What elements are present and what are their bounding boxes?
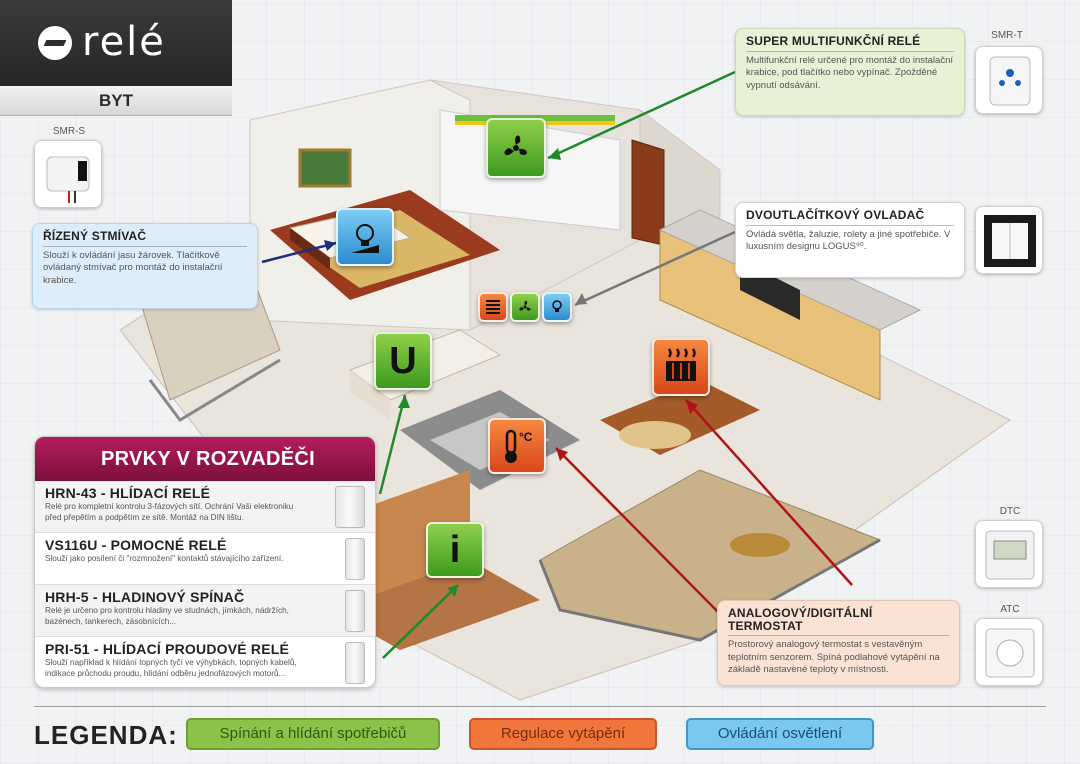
info-tile[interactable]: i xyxy=(426,522,484,578)
thermometer-icon: °C xyxy=(490,420,544,472)
distribution-board-panel: PRVKY V ROZVADĚČI HRN-43 - HLÍDACÍ RELÉ … xyxy=(34,436,376,688)
voltage-relay-tile[interactable]: U xyxy=(374,332,432,390)
info-text: Slouží k ovládání jasu žárovek. Tlačítko… xyxy=(43,249,223,286)
device-label-smr-s: SMR-S xyxy=(52,126,86,137)
smr-s-icon xyxy=(46,156,90,203)
blinds-icon xyxy=(480,294,506,320)
product-description: Relé je určeno pro kontrolu hladiny ve s… xyxy=(45,606,289,626)
fan-control-tile[interactable] xyxy=(486,118,546,178)
info-text: Multifunkční relé určené pro montáž do i… xyxy=(746,54,953,91)
list-item: VS116U - POMOCNÉ RELÉ Slouží jako posíle… xyxy=(35,533,375,585)
blinds-tile[interactable] xyxy=(478,292,508,322)
celsius-label: °C xyxy=(519,430,533,444)
bulb-icon xyxy=(338,210,392,264)
heating-tile[interactable] xyxy=(652,338,710,396)
din-relay-icon xyxy=(345,642,365,684)
legend-divider xyxy=(34,706,1046,707)
list-item: HRH-5 - HLADINOVÝ SPÍNAČ Relé je určeno … xyxy=(35,585,375,637)
dtc-device-image xyxy=(975,520,1043,588)
thermometer-tile[interactable]: °C xyxy=(488,418,546,474)
list-item: PRI-51 - HLÍDACÍ PROUDOVÉ RELÉ Slouží na… xyxy=(35,637,375,687)
atc-device-image xyxy=(975,618,1043,686)
product-name: HRH-5 - HLADINOVÝ SPÍNAČ xyxy=(45,589,245,605)
info-super-multifunction-relay: SUPER MULTIFUNKČNÍ RELÉ Multifunkční rel… xyxy=(735,28,965,116)
section-title: BYT xyxy=(0,86,232,116)
list-item: HRN-43 - HLÍDACÍ RELÉ Relé pro kompletní… xyxy=(35,481,375,533)
fan-icon xyxy=(488,120,544,176)
heater-icon xyxy=(654,340,708,394)
din-relay-icon xyxy=(345,538,365,580)
analog-thermostat-icon xyxy=(985,628,1035,678)
legend-title: LEGENDA: xyxy=(34,720,178,750)
dual-switch-icon xyxy=(984,215,1036,267)
legend-switching[interactable]: Spínání a hlídání spotřebičů xyxy=(186,718,440,750)
fan-icon xyxy=(512,294,538,320)
info-title: ANALOGOVÝ/DIGITÁLNÍ TERMOSTAT xyxy=(728,607,949,636)
legend-lighting[interactable]: Ovládání osvětlení xyxy=(686,718,874,750)
din-relay-icon xyxy=(335,486,365,528)
info-text: Prostorový analogový termostat s vestavě… xyxy=(728,639,940,675)
brand-mark-icon xyxy=(38,26,72,60)
info-letter-icon: i xyxy=(449,528,461,571)
product-description: Slouží jako posílení či "rozmnožení" kon… xyxy=(45,554,284,563)
u-letter-icon: U xyxy=(389,339,417,382)
brand-name: relé xyxy=(82,19,166,65)
bulb-icon xyxy=(544,294,570,320)
info-title: DVOUTLAČÍTKOVÝ OVLADAČ xyxy=(746,209,954,226)
device-label-smr-t: SMR-T xyxy=(991,30,1023,41)
info-title: SUPER MULTIFUNKČNÍ RELÉ xyxy=(746,35,954,52)
info-dimmer: ŘÍZENÝ STMÍVAČ Slouží k ovládání jasu žá… xyxy=(32,223,258,309)
device-label-dtc: DTC xyxy=(999,506,1021,517)
light-small-tile[interactable] xyxy=(542,292,572,322)
info-title: ŘÍZENÝ STMÍVAČ xyxy=(43,230,247,247)
product-description: Slouží například k hlídání topných tyčí … xyxy=(45,658,297,678)
panel-title: PRVKY V ROZVADĚČI xyxy=(35,437,375,481)
product-name: VS116U - POMOCNÉ RELÉ xyxy=(45,537,227,553)
brand-logo-block: relé xyxy=(0,0,232,86)
smr-t-icon xyxy=(989,56,1031,106)
product-name: HRN-43 - HLÍDACÍ RELÉ xyxy=(45,485,211,501)
din-relay-icon xyxy=(345,590,365,632)
fan-small-tile[interactable] xyxy=(510,292,540,322)
digital-thermostat-icon xyxy=(985,530,1035,580)
product-name: PRI-51 - HLÍDACÍ PROUDOVÉ RELÉ xyxy=(45,641,290,657)
info-thermostat: ANALOGOVÝ/DIGITÁLNÍ TERMOSTAT Prostorový… xyxy=(717,600,960,686)
product-description: Relé pro kompletní kontrolu 3-fázových s… xyxy=(45,502,294,522)
dimmer-tile[interactable] xyxy=(336,208,394,266)
smr-t-device-image xyxy=(975,46,1043,114)
device-label-atc: ATC xyxy=(1000,604,1020,615)
logus-switch-image xyxy=(975,206,1043,274)
info-text: Ovládá světla, žaluzie, rolety a jiné sp… xyxy=(746,228,951,253)
smr-s-device-image xyxy=(34,140,102,208)
info-dual-switch: DVOUTLAČÍTKOVÝ OVLADAČ Ovládá světla, ža… xyxy=(735,202,965,278)
legend-heating[interactable]: Regulace vytápění xyxy=(469,718,657,750)
